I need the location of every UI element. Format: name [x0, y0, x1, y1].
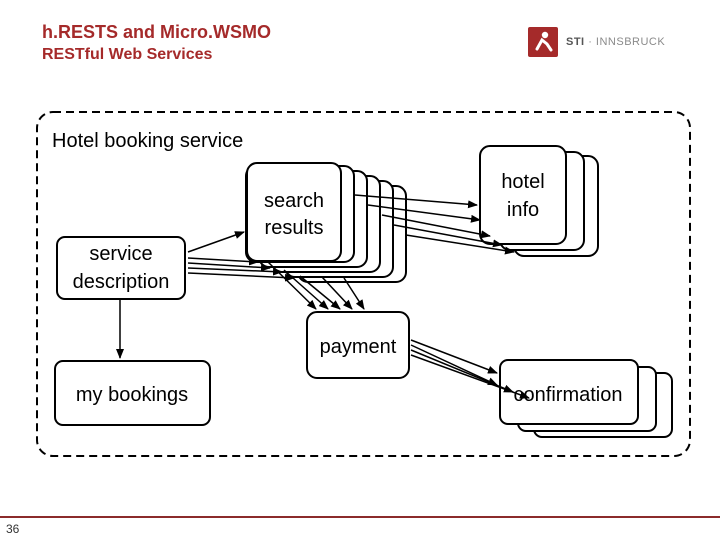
slide-subtitle: RESTful Web Services [42, 46, 213, 63]
logo-separator-icon: · [588, 36, 596, 48]
confirmation-label: confirmation [514, 384, 623, 406]
logo-brand: STI [566, 36, 585, 48]
container-label: Hotel booking service [52, 130, 243, 152]
hotel-info-label-line2: info [507, 199, 539, 221]
service-description-node [56, 236, 186, 300]
slide-title: h.RESTS and Micro.WSMO [42, 22, 272, 42]
arrows-search-to-payment [267, 261, 365, 310]
logo-text: STI · INNSBRUCK [566, 36, 665, 48]
search-results-stack [245, 162, 407, 283]
page-number: 36 [6, 522, 20, 536]
arrows-payment-to-confirmation [410, 339, 530, 399]
footer-rule [0, 516, 720, 518]
my-bookings-node [54, 360, 211, 426]
confirmation-stack [499, 359, 673, 438]
sti-logo-mark-icon [528, 27, 558, 57]
sti-innsbruck-logo: STI · INNSBRUCK [528, 26, 665, 58]
logo-place: INNSBRUCK [595, 36, 666, 48]
container-label-bg [45, 122, 285, 156]
service-description-label-line2: description [73, 271, 170, 293]
search-results-label-line1: search [264, 190, 324, 212]
arrows-search-to-hotel [354, 194, 515, 255]
hotel-info-stack [479, 145, 599, 257]
hotel-info-label-line1: hotel [501, 171, 544, 193]
service-container [36, 111, 691, 457]
payment-node [306, 311, 410, 379]
my-bookings-label: my bookings [76, 384, 188, 406]
arrows-service-to-search [187, 231, 295, 282]
search-results-label-line2: results [265, 217, 324, 239]
service-description-label-line1: service [89, 243, 152, 265]
payment-label: payment [320, 336, 397, 358]
